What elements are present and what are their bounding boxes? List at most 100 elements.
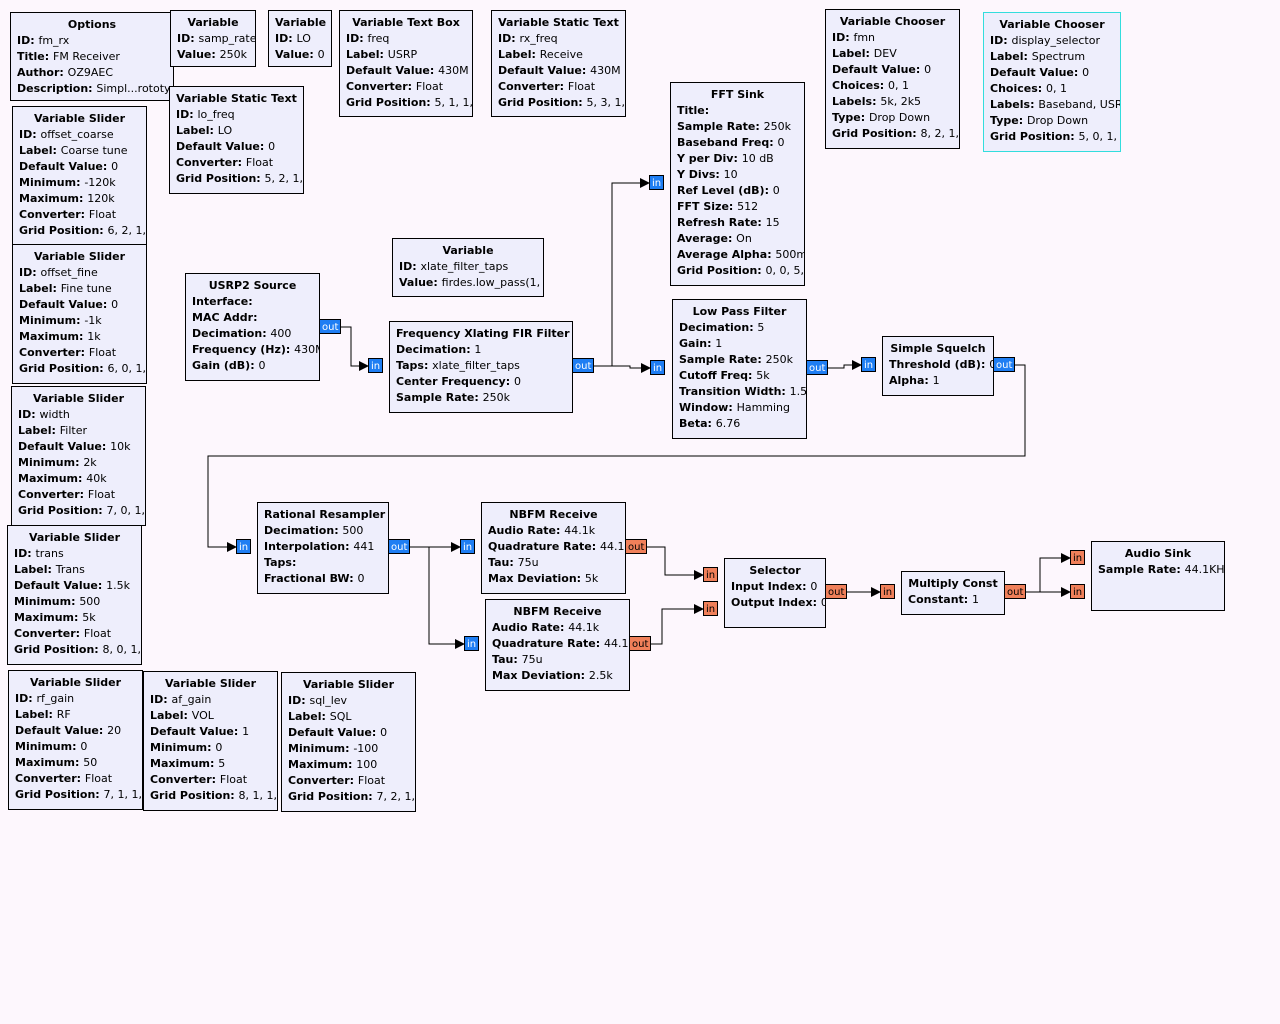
param-key: Label: [19, 282, 53, 295]
param-row: ID: xlate_filter_taps: [399, 260, 509, 273]
param-value: 1: [474, 343, 482, 356]
param-value: 6, 0, 1, 2: [107, 362, 147, 375]
param-row: Interpolation: 441: [264, 540, 375, 553]
param-value: 0: [268, 140, 276, 153]
nbfm2-out-port[interactable]: out: [629, 636, 652, 651]
param-value: 500m: [775, 248, 805, 261]
lpf-out-port[interactable]: out: [806, 360, 829, 375]
usrp-out-port[interactable]: out: [319, 319, 342, 334]
param-row: Tau: 75u: [492, 653, 543, 666]
nbfm1-in-port[interactable]: in: [460, 539, 476, 554]
selector-in1-port[interactable]: in: [703, 601, 719, 616]
squelch-in-port[interactable]: in: [861, 357, 877, 372]
param-key: Label: [832, 47, 866, 60]
param-key: ID: [17, 34, 31, 47]
param-key: Fractional BW: [264, 572, 350, 585]
fft-in-port[interactable]: in: [649, 175, 665, 190]
param-row: Value: firdes.low_pass(1, ...: [399, 275, 543, 291]
param-value: SQL: [329, 710, 352, 723]
param-key: Choices: [990, 82, 1038, 95]
param-value: 0: [357, 572, 365, 585]
param-key: Converter: [14, 627, 76, 640]
xlate-in-port[interactable]: in: [368, 358, 384, 373]
param-value: RF: [56, 708, 71, 721]
param-value: Float: [88, 208, 117, 221]
param-key: Type: [990, 114, 1019, 127]
selector-out-port[interactable]: out: [825, 584, 848, 599]
param-row: Quadrature Rate: 44.1k: [492, 636, 629, 652]
param-row: Label: Fine tune: [19, 282, 112, 295]
param-key: Default Value: [18, 440, 102, 453]
param-value: Float: [83, 627, 112, 640]
param-key: Gain: [679, 337, 708, 350]
param-value: OZ9AEC: [67, 66, 114, 79]
param-key: MAC Addr: [192, 311, 254, 324]
param-row: Grid Position: 6, 0, 1, 2: [19, 361, 146, 377]
param-key: Gain (dB): [192, 359, 251, 372]
audio-in0-port[interactable]: in: [1070, 550, 1086, 565]
param-value: Coarse tune: [60, 144, 128, 157]
param-key: Grid Position: [19, 362, 100, 375]
param-key: Default Value: [990, 66, 1074, 79]
param-value: Float: [84, 772, 113, 785]
param-row: Gain (dB): 0: [192, 359, 266, 372]
block-title: Selector: [749, 564, 801, 577]
audio-in1-port[interactable]: in: [1070, 584, 1086, 599]
selector-in0-port[interactable]: in: [703, 567, 719, 582]
param-value: 75u: [521, 653, 543, 666]
param-value: VOL: [191, 709, 214, 722]
resampler-out-port[interactable]: out: [388, 539, 411, 554]
param-key: Cutoff Freq: [679, 369, 749, 382]
param-row: ID: sql_lev: [288, 694, 348, 707]
param-row: Default Value: 1.5k: [14, 579, 130, 592]
param-key: Maximum: [15, 756, 75, 769]
param-key: Minimum: [19, 314, 77, 327]
resampler-in-port[interactable]: in: [236, 539, 252, 554]
nbfm2-in-port[interactable]: in: [464, 636, 480, 651]
param-row: Maximum: 1k: [19, 330, 101, 343]
squelch-out-port[interactable]: out: [993, 357, 1016, 372]
param-key: Grid Position: [677, 264, 758, 277]
param-row: Converter: Float: [14, 627, 112, 640]
param-row: Grid Position: 0, 0, 5, 4: [677, 263, 804, 279]
mult-out-port[interactable]: out: [1004, 584, 1027, 599]
xlate-out-port[interactable]: out: [572, 358, 595, 373]
param-row: Value: 0: [275, 48, 325, 61]
param-key: Grid Position: [150, 789, 231, 802]
mult-in-port[interactable]: in: [880, 584, 896, 599]
param-value: trans: [35, 547, 64, 560]
lpf-in-port[interactable]: in: [650, 360, 666, 375]
block-title: Rational Resampler: [264, 508, 386, 521]
param-row: Grid Position: 7, 0, 1, 1: [18, 503, 145, 519]
nbfm1-out-port[interactable]: out: [625, 539, 648, 554]
param-row: Maximum: 50: [15, 756, 98, 769]
